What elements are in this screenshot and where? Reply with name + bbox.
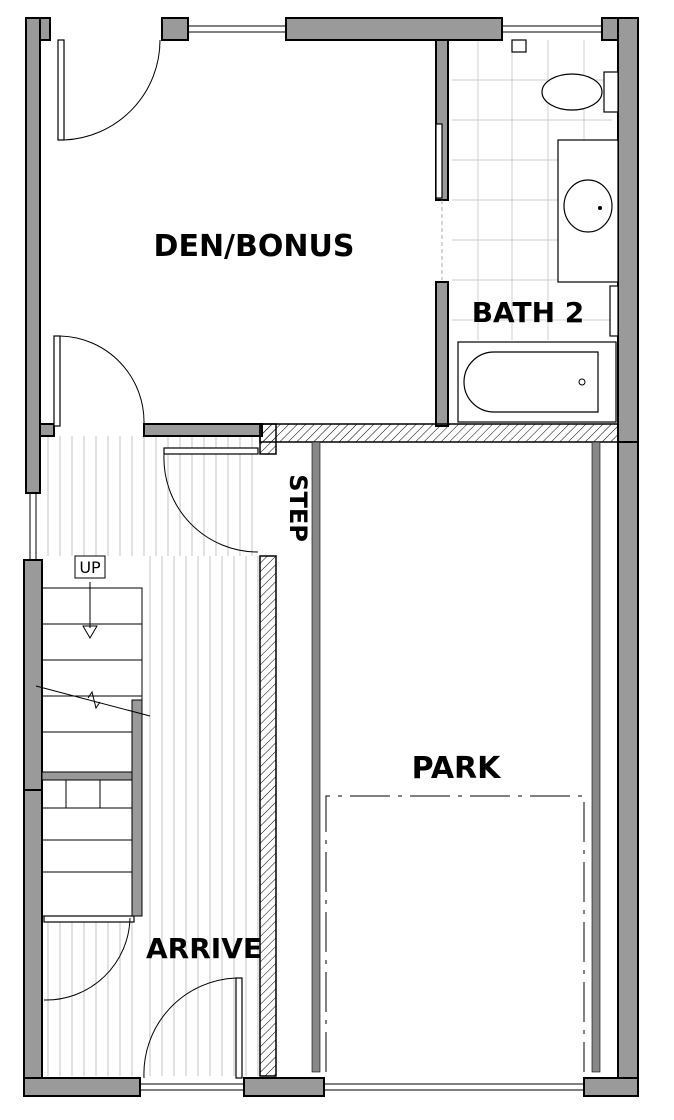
bath-fixtures xyxy=(457,39,619,423)
wall-left-lower xyxy=(23,789,43,1097)
toilet-paper-holder xyxy=(511,39,527,53)
wall-left-upper xyxy=(25,17,41,494)
windows xyxy=(29,25,602,1091)
entry-floor-planks xyxy=(47,436,259,1076)
sink-basin xyxy=(563,179,613,233)
doors xyxy=(43,39,443,1079)
toilet-tank xyxy=(603,71,619,113)
wall-right-upper xyxy=(617,17,639,443)
wall-top-middle xyxy=(285,17,503,41)
label-bath-2: BATH 2 xyxy=(472,296,585,329)
wall-bottom-middle xyxy=(243,1077,325,1097)
wall-bottom-right xyxy=(583,1077,639,1097)
garage-firewall-top xyxy=(259,423,619,443)
wall-bath-left-lower xyxy=(435,281,449,427)
hall-door-leaf xyxy=(163,447,259,455)
garage xyxy=(311,441,601,1073)
stairs xyxy=(35,582,151,917)
up-label-box xyxy=(74,555,106,579)
label-step: STEP xyxy=(284,474,312,542)
walls xyxy=(23,17,639,1097)
label-park: PARK xyxy=(412,751,503,786)
entry-door-leaf xyxy=(235,977,243,1079)
towel-bar xyxy=(609,285,619,337)
label-den-bonus: DEN/BONUS xyxy=(154,229,355,264)
label-arrive: ARRIVE xyxy=(146,932,262,965)
wall-den-bottom-right xyxy=(143,423,263,437)
garage-firewall-corner xyxy=(259,423,277,455)
toilet-bowl xyxy=(541,73,603,111)
closet-door-leaf xyxy=(43,915,135,923)
wall-bottom-left xyxy=(23,1077,141,1097)
wall-right-lower xyxy=(617,441,639,1097)
garage-firewall-side xyxy=(259,555,277,1077)
wall-left-stair xyxy=(23,559,43,791)
wall-top-stub xyxy=(161,17,189,41)
bath-pocket-door xyxy=(435,123,443,199)
den-door-bottom-leaf xyxy=(53,335,61,427)
wall-den-bottom-left xyxy=(39,423,55,437)
den-door-top-leaf xyxy=(57,39,65,141)
label-up: UP xyxy=(79,558,101,577)
